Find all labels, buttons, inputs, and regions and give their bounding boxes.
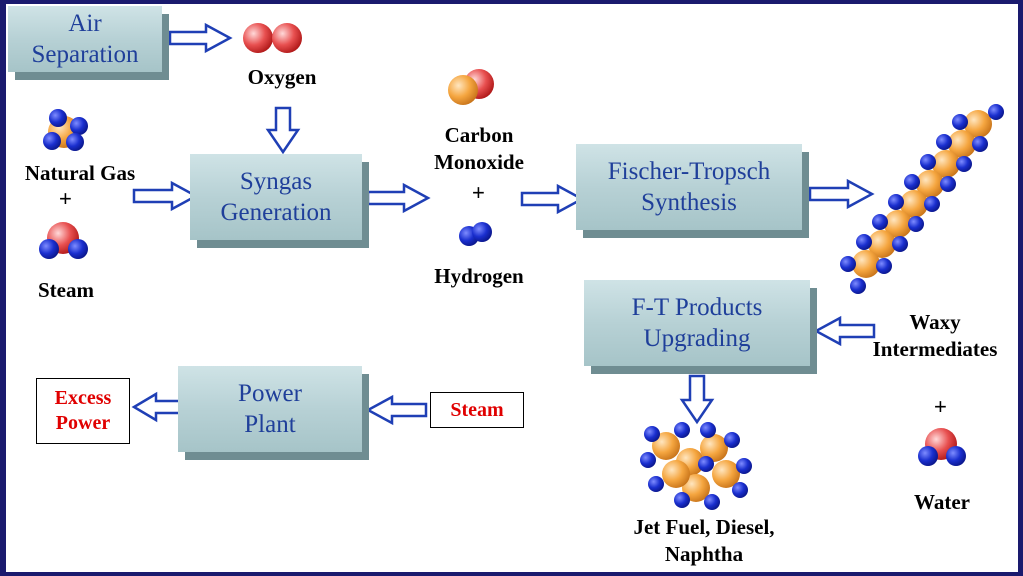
ft-upgrading-line-1: F-T Products bbox=[631, 293, 763, 321]
waxy-intermediates-line-2: Intermediates bbox=[872, 337, 998, 362]
hydrogen-label: Hydrogen bbox=[434, 264, 524, 288]
waxy-intermediates-label: Waxy Intermediates bbox=[852, 309, 1018, 364]
methane-molecule-icon bbox=[43, 109, 88, 151]
water-label: Water bbox=[914, 490, 970, 514]
power-plant-line-2: Plant bbox=[244, 411, 296, 438]
arrow-steam-to-power bbox=[365, 394, 428, 426]
fischer-tropsch-line-1: Fischer-Tropsch bbox=[607, 157, 771, 185]
products-label: Jet Fuel, Diesel, Naphtha bbox=[604, 514, 804, 569]
plus-sign-water: + bbox=[934, 394, 947, 419]
carbon-monoxide-line-1: Carbon bbox=[444, 123, 514, 147]
excess-power-line-1: Excess bbox=[54, 387, 112, 409]
arrow-air-to-oxygen bbox=[168, 22, 233, 54]
oxygen-label: Oxygen bbox=[247, 65, 317, 89]
fischer-tropsch-box: Fischer-Tropsch Synthesis bbox=[576, 144, 802, 230]
steam-output-label: Steam bbox=[450, 398, 504, 421]
oxygen-molecule-icon bbox=[243, 23, 302, 53]
diagram-canvas: Air Separation Syngas Generation Fischer… bbox=[6, 4, 1018, 572]
water-molecule-icon bbox=[918, 428, 966, 466]
steam-molecule-icon bbox=[39, 222, 88, 259]
power-plant-line-1: Power bbox=[238, 379, 302, 407]
air-separation-line-1: Air bbox=[68, 9, 102, 37]
plus-sign-syngas: + bbox=[472, 180, 485, 205]
ft-upgrading-line-2: Upgrading bbox=[643, 325, 751, 352]
arrow-ft-to-waxy bbox=[808, 178, 875, 210]
arrow-waxy-to-upgrading bbox=[813, 315, 876, 347]
waxy-chain-molecule-icon bbox=[840, 104, 1004, 294]
fischer-tropsch-line-2: Synthesis bbox=[641, 189, 737, 216]
arrow-oxygen-to-syngas bbox=[265, 106, 301, 155]
air-separation-box: Air Separation bbox=[8, 6, 162, 72]
arrow-upgrading-to-products bbox=[679, 374, 715, 425]
hydrogen-molecule-icon bbox=[459, 222, 492, 246]
fuel-cluster-molecule-icon bbox=[640, 422, 752, 510]
ft-upgrading-box: F-T Products Upgrading bbox=[584, 280, 810, 366]
arrow-feed-to-syngas bbox=[132, 180, 199, 212]
carbon-monoxide-line-2: Monoxide bbox=[434, 150, 524, 175]
excess-power-box: Excess Power bbox=[36, 378, 130, 444]
products-line-1: Jet Fuel, Diesel, bbox=[633, 515, 775, 539]
diagram-graphics bbox=[39, 22, 1004, 510]
arrow-syngas-to-ft bbox=[520, 183, 585, 215]
steam-input-label: Steam bbox=[38, 278, 94, 302]
air-separation-line-2: Separation bbox=[31, 41, 139, 68]
arrow-power-to-excess bbox=[131, 391, 186, 423]
arrow-syngas-to-products bbox=[366, 182, 431, 214]
waxy-intermediates-line-1: Waxy bbox=[909, 310, 961, 334]
syngas-generation-line-1: Syngas bbox=[239, 167, 313, 195]
products-line-2: Naphtha bbox=[664, 542, 744, 567]
power-plant-box: Power Plant bbox=[178, 366, 362, 452]
steam-output-box: Steam bbox=[430, 392, 524, 428]
excess-power-line-2: Power bbox=[55, 412, 111, 434]
syngas-generation-line-2: Generation bbox=[220, 199, 332, 226]
carbon-monoxide-label: Carbon Monoxide bbox=[414, 122, 544, 177]
carbon-monoxide-molecule-icon bbox=[448, 69, 494, 105]
natural-gas-label: Natural Gas bbox=[24, 161, 136, 185]
syngas-generation-box: Syngas Generation bbox=[190, 154, 362, 240]
plus-sign-feed: + bbox=[59, 186, 72, 211]
